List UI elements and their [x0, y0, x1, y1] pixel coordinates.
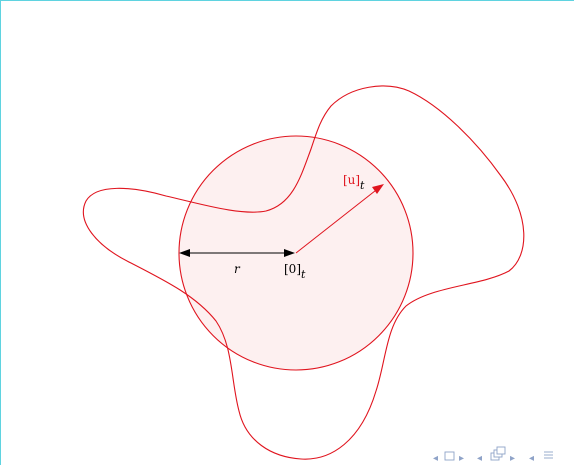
- nav-prev-slide[interactable]: ◂: [477, 453, 482, 464]
- vector-label: [u]: [343, 173, 360, 187]
- arrow-right-icon: ▸: [510, 453, 515, 464]
- origin-subscript: t: [301, 268, 306, 281]
- radius-label: r: [234, 262, 241, 276]
- vector-subscript: t: [360, 179, 365, 192]
- nav-frame[interactable]: [444, 451, 455, 461]
- irregular-curve: [82, 85, 525, 460]
- nav-slide-stack[interactable]: [490, 446, 506, 461]
- menu-lines-icon: [544, 451, 553, 459]
- nav-prev-frame[interactable]: ◂: [433, 453, 438, 464]
- origin-label: [0]: [284, 262, 301, 276]
- nav-menu[interactable]: [544, 451, 553, 459]
- arrow-left-icon: ◂: [477, 453, 482, 464]
- arrow-left-icon: ◂: [529, 453, 534, 464]
- nav-next-slide[interactable]: ▸: [510, 453, 515, 464]
- navigation-bar: ◂ ▸ ◂ ▸ ◂: [433, 446, 553, 464]
- arrow-left-icon: ◂: [433, 453, 438, 464]
- vector-arrow: [295, 184, 384, 254]
- radius-arrow: [179, 249, 295, 257]
- frame-icon: [444, 451, 455, 461]
- slide-stack-icon: [490, 446, 506, 461]
- nav-next-frame[interactable]: ▸: [459, 453, 464, 464]
- arrow-right-icon: ▸: [459, 453, 464, 464]
- nav-prev-section[interactable]: ◂: [529, 453, 534, 464]
